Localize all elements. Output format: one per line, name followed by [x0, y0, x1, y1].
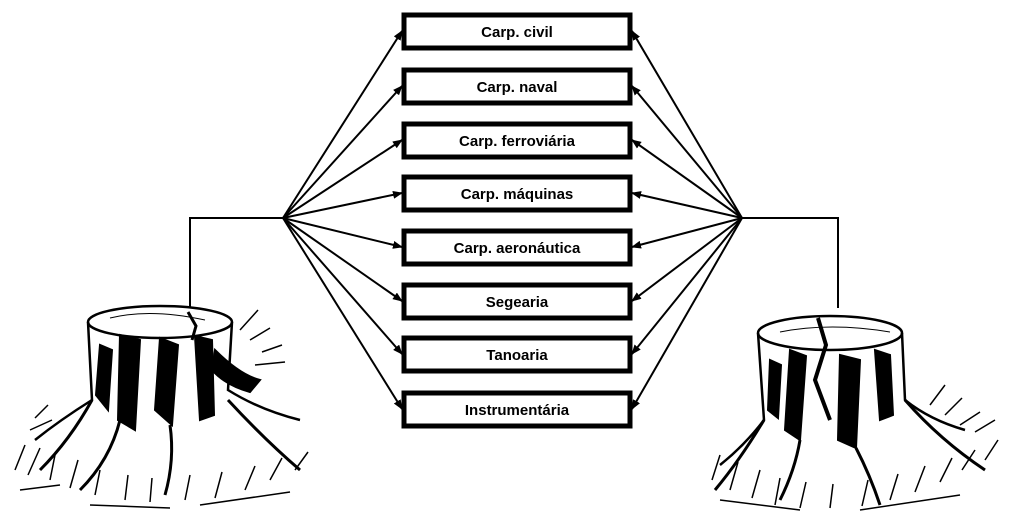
box-label: Carp. aeronáutica: [454, 240, 581, 257]
arrow-right-1: [632, 31, 742, 218]
box-label: Segearia: [486, 294, 549, 311]
left-tree-stump-illustration: [15, 306, 308, 508]
box-carp-civil: Carp. civil: [404, 15, 630, 48]
box-label: Instrumentária: [465, 402, 570, 419]
box-label: Carp. ferroviária: [459, 133, 576, 150]
arrow-right-6: [632, 218, 742, 301]
arrow-left-6: [283, 218, 402, 301]
box-label: Carp. naval: [477, 79, 558, 96]
box-carp-naval: Carp. naval: [404, 70, 630, 103]
arrow-left-5: [283, 218, 402, 247]
arrow-left-7: [283, 218, 402, 354]
right-connector: [742, 218, 838, 308]
arrow-left-1: [283, 31, 402, 218]
right-tree-stump-illustration: [712, 316, 998, 510]
arrow-right-8: [632, 218, 742, 409]
arrow-right-5: [632, 218, 742, 247]
box-carp-ferroviaria: Carp. ferroviária: [404, 124, 630, 157]
category-boxes: Carp. civil Carp. naval Carp. ferroviári…: [404, 15, 630, 426]
box-label: Tanoaria: [486, 347, 548, 364]
box-label: Carp. civil: [481, 24, 553, 41]
arrow-left-8: [283, 218, 402, 409]
box-carp-aeronautica: Carp. aeronáutica: [404, 231, 630, 264]
box-tanoaria: Tanoaria: [404, 338, 630, 371]
arrow-right-7: [632, 218, 742, 354]
left-connector: [190, 218, 283, 308]
box-carp-maquinas: Carp. máquinas: [404, 177, 630, 210]
box-label: Carp. máquinas: [461, 186, 574, 203]
box-segearia: Segearia: [404, 285, 630, 318]
box-instrumentaria: Instrumentária: [404, 393, 630, 426]
